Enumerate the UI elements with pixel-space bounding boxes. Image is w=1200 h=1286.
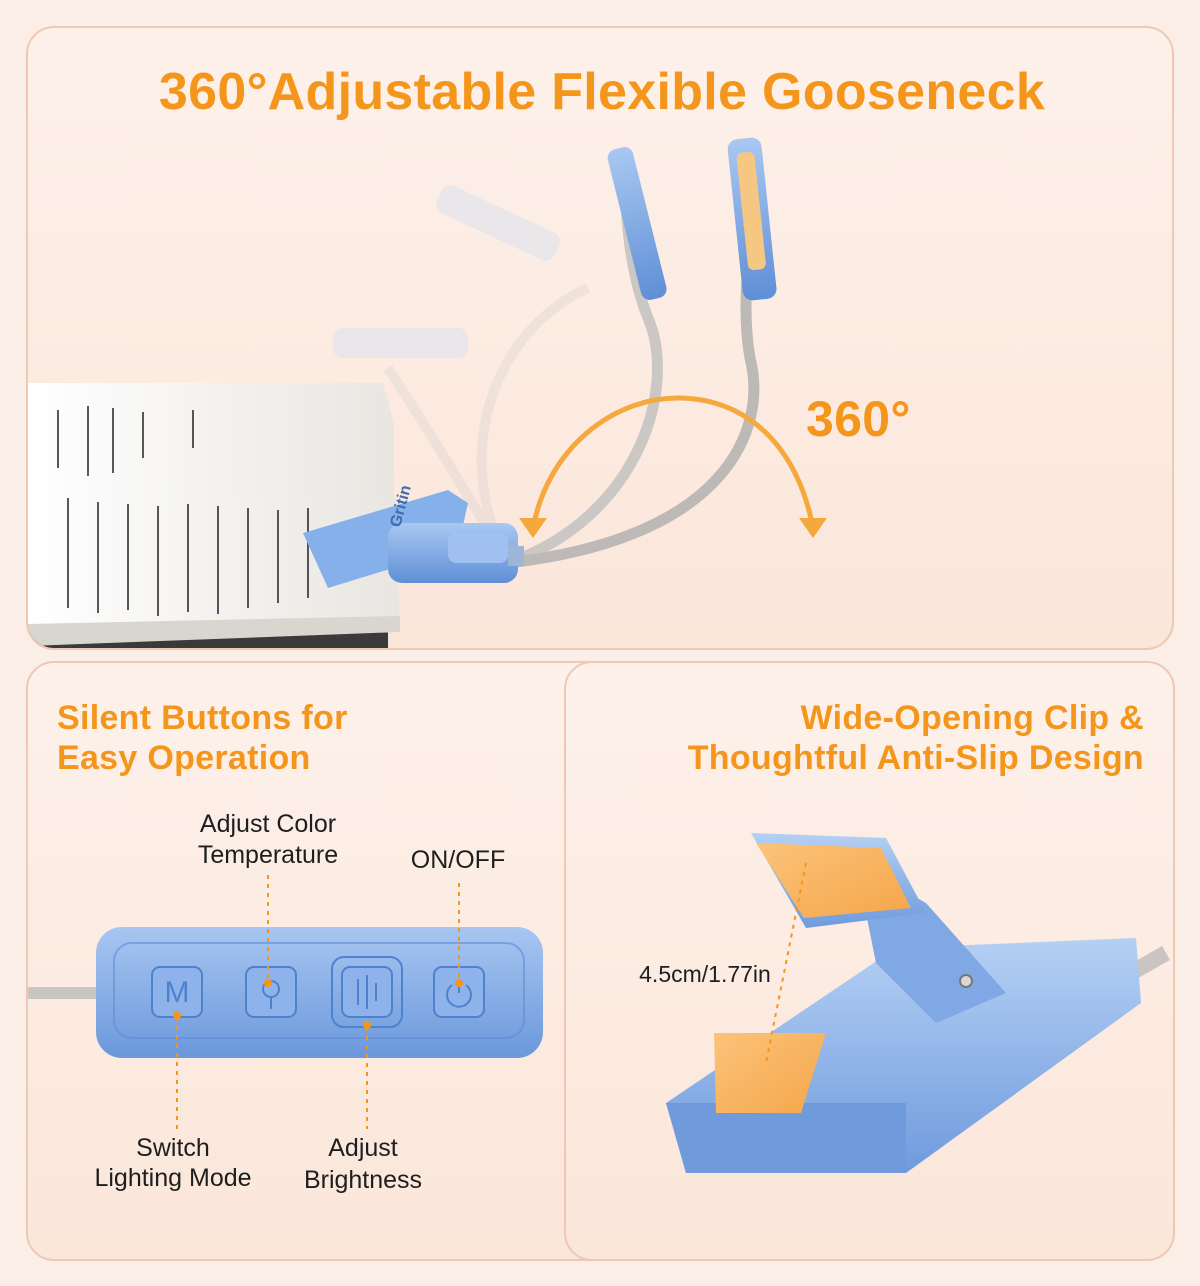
rotation-arrow xyxy=(519,395,827,538)
label-color-temp-line1: Adjust Color xyxy=(199,810,337,838)
top-anti-slip-pad xyxy=(756,843,911,918)
clip-title-line2: Thoughtful Anti-Slip Design xyxy=(687,739,1144,777)
label-color-temp-line2: Temperature xyxy=(197,841,339,869)
clip-upper-jaw xyxy=(751,833,1006,1023)
label-mode-line2: Lighting Mode xyxy=(94,1164,252,1192)
brightness-button[interactable] xyxy=(331,956,403,1028)
angle-label: 360° xyxy=(806,391,911,447)
label-brightness-line1: Adjust xyxy=(328,1134,398,1162)
buttons-panel: Silent Buttons for Easy Operation Adjust… xyxy=(26,661,622,1261)
gooseneck-title: 360°Adjustable Flexible Gooseneck xyxy=(158,63,1046,121)
clip-base-plate xyxy=(666,938,1141,1173)
buttons-title-line1: Silent Buttons for xyxy=(57,699,348,737)
clip-dimension: 4.5cm/1.77in xyxy=(639,961,771,987)
label-on-off: ON/OFF xyxy=(410,846,506,874)
label-brightness-line2: Brightness xyxy=(303,1166,423,1194)
dimension-line xyxy=(765,862,807,1064)
power-icon xyxy=(446,984,472,1008)
button-strip-illustration: M xyxy=(28,875,543,1129)
lamp-head-middle xyxy=(607,147,667,300)
gooseneck-illustration: Gritin xyxy=(28,137,827,648)
buttons-title-line2: Easy Operation xyxy=(57,739,311,777)
clip-title-line1: Wide-Opening Clip & xyxy=(800,699,1144,737)
m-icon: M xyxy=(165,976,190,1009)
bottom-anti-slip-pad xyxy=(714,1033,826,1113)
open-book xyxy=(28,383,400,648)
brightness-icon xyxy=(357,975,377,1009)
clip-panel: Wide-Opening Clip & Thoughtful Anti-Slip… xyxy=(564,661,1175,1261)
lamp-head-front xyxy=(727,137,777,301)
mode-button[interactable]: M xyxy=(151,966,203,1018)
color-temp-button[interactable] xyxy=(245,966,297,1018)
label-mode-line1: Switch xyxy=(136,1134,210,1162)
clip-base: Gritin xyxy=(303,483,524,588)
clip-illustration xyxy=(666,833,1170,1173)
button-strip xyxy=(96,927,543,1058)
leader-lines xyxy=(176,875,460,1129)
gooseneck-panel: 360°Adjustable Flexible Gooseneck xyxy=(26,26,1174,650)
spring-icon xyxy=(959,974,973,988)
